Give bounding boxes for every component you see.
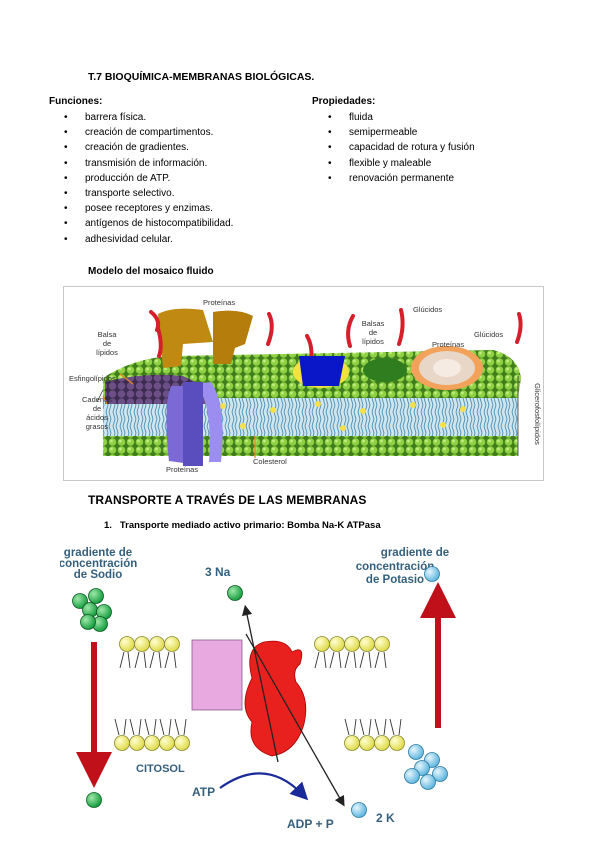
transporte-heading: TRANSPORTE A TRAVÉS DE LAS MEMBRANAS — [88, 493, 367, 507]
cadenas-label-3: ácidos — [86, 413, 108, 422]
cadenas-label-4: grasos — [86, 422, 109, 431]
citosol-label: CITOSOL — [136, 763, 185, 775]
list-item: flexible y maleable — [328, 156, 475, 171]
esfingolipidos-label: Esfingolípidos — [69, 374, 116, 383]
list-item: adhesividad celular. — [64, 232, 233, 247]
sodio-label-2: concentración — [60, 558, 137, 570]
balsa-left-label-3: lípidos — [96, 348, 118, 357]
list-item: transporte selectivo. — [64, 186, 233, 201]
adp-label: ADP + P — [287, 817, 334, 831]
list-item: transmisión de información. — [64, 156, 233, 171]
list-item: antígenos de histocompatibilidad. — [64, 216, 233, 231]
fluid-mosaic-figure: Proteínas Balsa de lípidos Esfingolípido… — [63, 286, 544, 481]
sodio-label-3: de Sodio — [74, 569, 123, 581]
na-label: 3 Na — [205, 565, 231, 579]
potasio-label-1: gradiente de — [381, 547, 449, 559]
balsa-left-label-1: Balsa — [98, 330, 118, 339]
list-item: capacidad de rotura y fusión — [328, 140, 475, 155]
proteinas-bottom-label: Proteínas — [166, 465, 198, 474]
glucidos-2-label: Glúcidos — [474, 330, 503, 339]
list-item: creación de compartimentos. — [64, 125, 233, 140]
list-item: producción de ATP. — [64, 171, 233, 186]
propiedades-heading: Propiedades: — [312, 96, 376, 107]
mosaico-heading: Modelo del mosaico fluido — [88, 266, 214, 277]
funciones-heading: Funciones: — [49, 96, 103, 107]
proteinas-right-label: Proteínas — [432, 340, 464, 349]
cadenas-label-2: de — [93, 404, 101, 413]
k-label: 2 K — [376, 811, 395, 825]
propiedades-list: fluida semipermeable capacidad de rotura… — [328, 110, 475, 186]
potasio-label-3: de Potasio — [366, 574, 424, 586]
list-item: barrera física. — [64, 110, 233, 125]
colesterol-label: Colesterol — [253, 457, 287, 466]
glucidos-1-label: Glúcidos — [413, 305, 442, 314]
list-item: posee receptores y enzimas. — [64, 201, 233, 216]
transporte-subheading: 1. Transporte mediado activo primario: B… — [104, 520, 381, 531]
sodio-label-1: gradiente de — [64, 547, 132, 559]
proteinas-top-label: Proteínas — [203, 298, 235, 307]
cadenas-label-1: Cadenas — [82, 395, 112, 404]
balsas-mid-label-1: Balsas — [362, 319, 385, 328]
list-item: creación de gradientes. — [64, 140, 233, 155]
potasio-label-2: concentración — [356, 561, 435, 573]
balsas-mid-label-2: de — [369, 328, 377, 337]
list-item: fluida — [328, 110, 475, 125]
na-k-pump-figure: gradiente de concentración de Sodio grad… — [60, 547, 456, 831]
glicerofosfolipidos-label: Glicerofosfolípidos — [533, 383, 542, 445]
atp-label: ATP — [192, 785, 215, 799]
balsa-left-label-2: de — [103, 339, 111, 348]
list-item: renovación permanente — [328, 171, 475, 186]
list-item: semipermeable — [328, 125, 475, 140]
balsas-mid-label-3: lípidos — [362, 337, 384, 346]
page-title: T.7 BIOQUÍMICA-MEMBRANAS BIOLÓGICAS. — [88, 71, 315, 83]
funciones-list: barrera física. creación de compartiment… — [64, 110, 233, 247]
